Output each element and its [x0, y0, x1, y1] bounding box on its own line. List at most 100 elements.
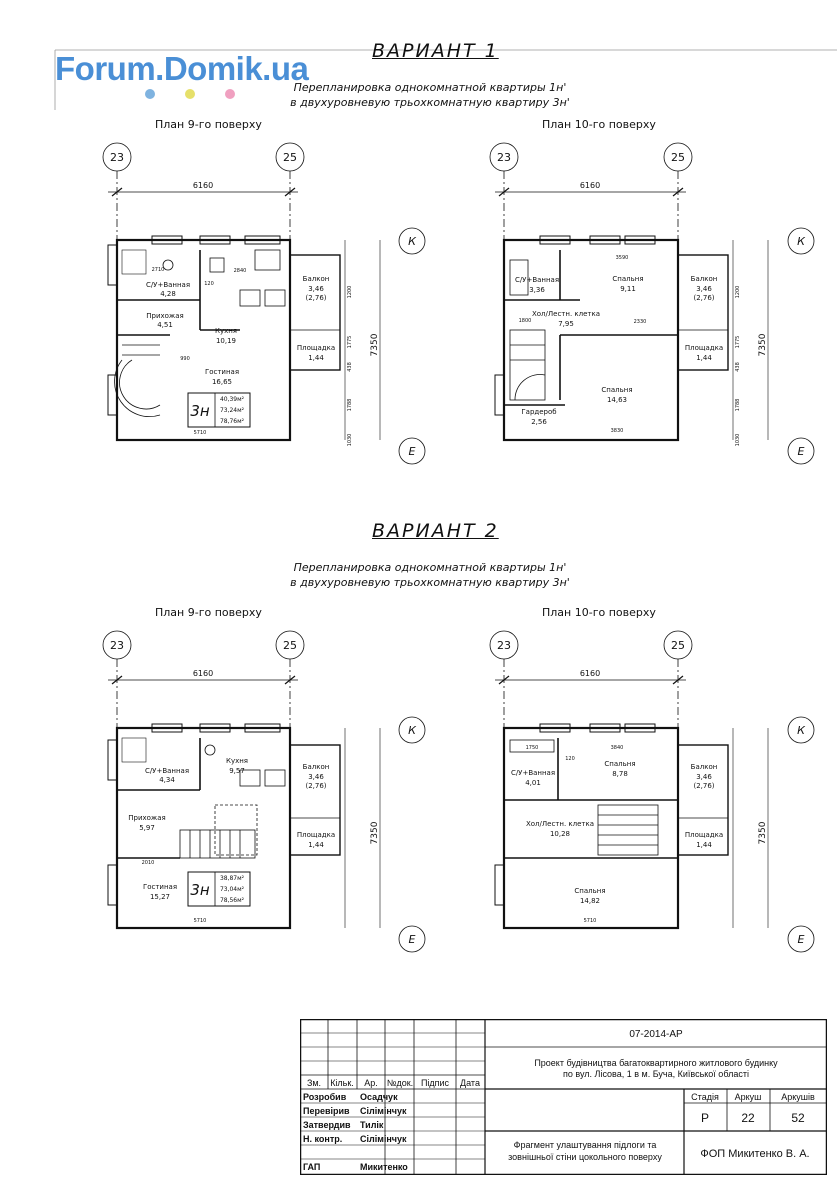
- v2p9-room-name: С/У+Ванная: [145, 767, 189, 775]
- v2p10-axis-23: 23: [497, 639, 511, 652]
- v2p10-room-name: Балкон: [691, 763, 718, 771]
- title-block: Зм. Кільк. Ар. №док. Підпис Дата Розроби…: [300, 1019, 827, 1175]
- v2p10-room-area: 14,82: [580, 897, 600, 905]
- v2p9-badge-a1: 38,87м²: [220, 875, 245, 882]
- v2p9-room-area: 1,44: [308, 841, 324, 849]
- v2p9-axis-25: 25: [283, 639, 297, 652]
- variant2-subtitle: Перепланировка однокомнатной квартиры 1н…: [230, 560, 630, 590]
- v1p9-room-area: 10,19: [216, 337, 236, 345]
- side-dim: 1788: [347, 399, 353, 412]
- v2p10-room-area: 3,46: [696, 773, 712, 781]
- variant1-subtitle-line2: в двухуровневую трьохкомнатную квартиру …: [290, 96, 570, 109]
- watermark-dot: [185, 89, 195, 99]
- v2p9-badge-type: 3н: [190, 881, 210, 899]
- v1p9-dim: 2710: [152, 267, 165, 273]
- v1p10-dim: 3830: [611, 428, 624, 434]
- v1p9-dim: 5710: [194, 430, 207, 436]
- v2p10-room-name: Спальня: [604, 760, 635, 768]
- tb-person: Сілімінчук: [360, 1106, 407, 1116]
- v2p9-room-area: 4,34: [159, 776, 175, 784]
- v1p9-room-name: Прихожая: [146, 312, 184, 320]
- v2p10-width-dim: 6160: [580, 669, 600, 678]
- v2p10-axis-25: 25: [671, 639, 685, 652]
- v2p10-dim: 5710: [584, 918, 597, 924]
- v1p10-axis-25: 25: [671, 151, 685, 164]
- variant1-title: ВАРИАНТ 1: [372, 40, 499, 62]
- tb-header-col: №док.: [387, 1078, 413, 1088]
- tb-company: ФОП Микитенко В. А.: [700, 1148, 809, 1160]
- v1p9-badge-a1: 40,39м²: [220, 396, 245, 403]
- variant2-subtitle-line2: в двухуровневую трьохкомнатную квартиру …: [290, 576, 570, 589]
- v2p9-room-name: Площадка: [297, 831, 335, 839]
- v1p9-room-area: 16,65: [212, 378, 232, 386]
- v2-height-dim: 7350: [370, 821, 380, 844]
- v2p9-room-name: Прихожая: [128, 814, 166, 822]
- v1p9-axis-25: 25: [283, 151, 297, 164]
- v1p10-room-name: Балкон: [691, 275, 718, 283]
- tb-header-col: Ар.: [364, 1078, 378, 1088]
- v2p9-room-extra: (2,76): [305, 782, 326, 790]
- tb-person: Тилік: [360, 1120, 384, 1130]
- v2-plan9-title: План 9-го поверху: [155, 606, 262, 619]
- tb-drawing-title-line1: Фрагмент улаштування підлоги та: [514, 1140, 657, 1150]
- v1p10-room-name: Гардероб: [521, 408, 556, 416]
- v1p9-room-name: Площадка: [297, 344, 335, 352]
- v1-axis-E: Е: [409, 445, 416, 458]
- v1-axis-K: К: [408, 235, 417, 248]
- tb-code: 07-2014-АР: [629, 1029, 683, 1040]
- tb-stage-label: Стадія: [691, 1092, 719, 1102]
- v2p10-room-area: 1,44: [696, 841, 712, 849]
- v2p9-room-name: Гостиная: [143, 883, 177, 891]
- variant2-title: ВАРИАНТ 2: [372, 520, 499, 542]
- v2p9-room-name: Балкон: [303, 763, 330, 771]
- tb-role: Розробив: [303, 1092, 347, 1102]
- v2-axis-K: К: [797, 724, 806, 737]
- v1p10-axis-23: 23: [497, 151, 511, 164]
- watermark-dot: [145, 89, 155, 99]
- v1p9-room-area: 3,46: [308, 285, 324, 293]
- v1p10-room-name: Спальня: [601, 386, 632, 394]
- tb-role: ГАП: [303, 1162, 320, 1172]
- variant1-subtitle: Перепланировка однокомнатной квартиры 1н…: [230, 80, 630, 110]
- v1p9-axis-23: 23: [110, 151, 124, 164]
- v2p10-room-area: 4,01: [525, 779, 541, 787]
- v1-plan9-title: План 9-го поверху: [155, 118, 262, 131]
- watermark-dot: [225, 89, 235, 99]
- v2p10-dim: 3840: [611, 745, 624, 751]
- v1p10-room-area: 14,63: [607, 396, 627, 404]
- v1p9-width-dim: 6160: [193, 181, 213, 190]
- tb-role: Н. контр.: [303, 1134, 342, 1144]
- v1p10-room-name: Хол/Лестн. клетка: [532, 310, 600, 318]
- tb-sheet: 22: [741, 1111, 755, 1125]
- tb-project-line2: по вул. Лісова, 1 в м. Буча, Київської о…: [563, 1069, 749, 1079]
- v2p9-room-area: 9,57: [229, 767, 245, 775]
- tb-drawing-title-line2: зовнішньої стіни цокольного поверху: [508, 1152, 662, 1162]
- v1-axis-E: Е: [798, 445, 805, 458]
- v2-plan10-title: План 10-го поверху: [542, 606, 656, 619]
- v1p9-room-name: Гостиная: [205, 368, 239, 376]
- tb-header-col: Кільк.: [330, 1078, 354, 1088]
- tb-person: Осадчук: [360, 1092, 398, 1102]
- v2p10-room-name: Площадка: [685, 831, 723, 839]
- watermark-logo: Forum.Domik.ua: [55, 50, 309, 87]
- v2p9-badge-a2: 73,04м²: [220, 886, 245, 893]
- v2p9-room-name: Кухня: [226, 757, 248, 765]
- v1p9-badge-a3: 78,76м²: [220, 418, 245, 425]
- v1p10-room-name: Спальня: [612, 275, 643, 283]
- v1p9-room-area: 4,28: [160, 290, 176, 298]
- side-dim: 1775: [347, 336, 353, 349]
- v1p9-dim: 990: [180, 356, 190, 362]
- v2p9-width-dim: 6160: [193, 669, 213, 678]
- v2p9-room-area: 15,27: [150, 893, 170, 901]
- v1p9-dim: 120: [204, 281, 214, 287]
- v1p10-room-area: 1,44: [696, 354, 712, 362]
- tb-header-col: Підпис: [421, 1078, 450, 1088]
- variant2-subtitle-line1: Перепланировка однокомнатной квартиры 1н…: [293, 561, 567, 574]
- v2-height-dim: 7350: [758, 821, 768, 844]
- v1p10-room-area: 2,56: [531, 418, 547, 426]
- v2p10-room-extra: (2,76): [693, 782, 714, 790]
- v2p10-room-name: Хол/Лестн. клетка: [526, 820, 594, 828]
- side-dim: 438: [347, 362, 353, 372]
